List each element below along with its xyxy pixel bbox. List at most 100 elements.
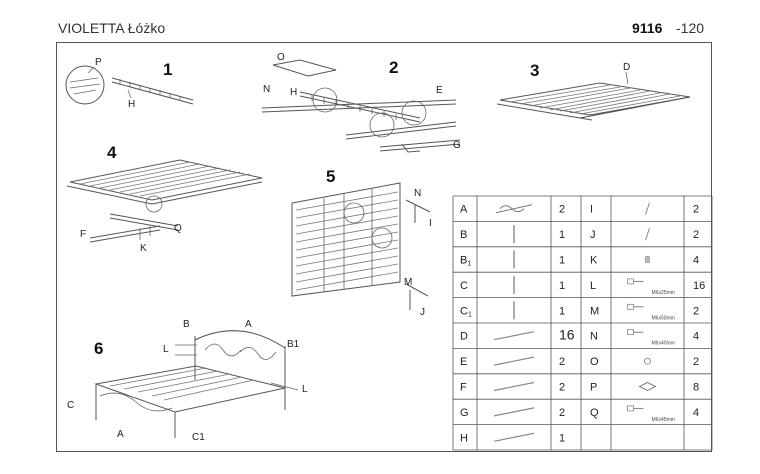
detail-brackets-5 (405, 199, 431, 310)
callout-M: M (404, 277, 412, 288)
callout-L6b: L (302, 384, 308, 395)
part-quantity: 2 (559, 204, 565, 216)
part-quantity: 4 (693, 331, 699, 343)
callout-Q: Q (174, 223, 182, 234)
part-id: A (460, 204, 468, 216)
callout-C: C (67, 400, 74, 411)
part-quantity: 2 (559, 382, 565, 394)
pad-icon (638, 382, 657, 391)
part-quantity: 1 (559, 432, 565, 444)
part-id: O (590, 356, 599, 368)
step-6: 6 B A L B1 C A C1 L (67, 319, 308, 443)
product-variant: -120 (676, 20, 705, 36)
part-id: J (590, 229, 596, 241)
part-quantity: 1 (559, 305, 565, 317)
washer-icon (644, 357, 651, 365)
part-sketch (493, 381, 535, 392)
leader-P (87, 66, 95, 74)
callout-F: F (80, 229, 86, 240)
part-quantity: 2 (559, 356, 565, 368)
part-quantity: 16 (693, 280, 705, 292)
rail-e (261, 99, 457, 113)
slats-3 (509, 84, 681, 115)
headboard-scroll (204, 343, 277, 360)
step-number-2: 2 (389, 58, 398, 77)
screw-size: M6x45mm (652, 417, 675, 423)
bolt-icon (645, 202, 650, 215)
part-quantity: 2 (559, 407, 565, 419)
part-quantity: 2 (693, 356, 699, 368)
step-number-3: 3 (530, 61, 539, 80)
headboard-top (194, 330, 286, 349)
nut-icon (645, 256, 650, 263)
leader-D (625, 71, 629, 85)
detail-circle-4 (145, 195, 163, 213)
callout-K: K (140, 243, 147, 254)
callout-P: P (95, 57, 102, 68)
callout-H: H (128, 99, 135, 110)
part-id: F (460, 382, 467, 394)
step-3: 3 D (496, 61, 691, 121)
callout-E: E (436, 85, 443, 96)
screw-size: M6x25mm (652, 290, 675, 296)
step-5: 5 N I M J (291, 167, 432, 318)
part-quantity: 2 (693, 305, 699, 317)
part-quantity: 1 (559, 255, 565, 267)
part-sketch (495, 204, 533, 214)
part-id: C (460, 280, 468, 292)
part-quantity: 16 (559, 327, 575, 343)
step-number-1: 1 (163, 60, 172, 79)
slat-frame-4 (69, 159, 263, 201)
part-id: N (590, 331, 598, 343)
callout-G: G (453, 140, 461, 151)
detail-rails-4 (89, 213, 179, 243)
part-id: H (460, 432, 468, 444)
bolt-icon (645, 227, 650, 241)
leader-H (127, 89, 132, 99)
callout-N5: N (414, 188, 421, 199)
part-id: Q (590, 407, 599, 419)
part-sketch (493, 407, 535, 417)
part-id: M (590, 305, 599, 317)
bolt-4 (139, 226, 151, 240)
rails-4 (66, 181, 263, 205)
part-sketch (493, 432, 535, 442)
rail-notches-2 (311, 95, 397, 120)
part-quantity: 1 (559, 280, 565, 292)
detail-circle-2a (312, 87, 338, 113)
detail-circle-5a (343, 202, 365, 224)
screw-icon (627, 329, 634, 336)
rail-notches (119, 79, 181, 101)
step-1: 1 P H (65, 57, 194, 110)
part-id: P (590, 382, 597, 394)
callout-J: J (420, 307, 425, 318)
part-id: L (590, 280, 596, 292)
step-number-4: 4 (107, 143, 117, 162)
rail-h (111, 77, 194, 105)
part-sketch (493, 356, 535, 366)
detail-circle-5b (371, 227, 393, 249)
callout-D: D (623, 62, 630, 73)
part-quantity: 8 (693, 382, 699, 394)
part-quantity: 2 (693, 204, 699, 216)
headboard-posts (194, 336, 286, 388)
part-sketch (493, 331, 535, 341)
slats-6 (109, 367, 255, 401)
part-id: I (590, 204, 593, 216)
rail-g (345, 121, 457, 140)
step-number-6: 6 (94, 339, 103, 358)
callout-C1: C1 (192, 432, 205, 443)
bracket-detail (69, 77, 101, 95)
product-code: 9116 (632, 20, 663, 36)
step-4: 4 F K Q (66, 143, 263, 254)
part-id: C1 (460, 305, 472, 318)
callout-N: N (263, 84, 270, 95)
part-quantity: 2 (693, 229, 699, 241)
step-2: 2 O N H E G (261, 52, 461, 153)
callout-H2: H (290, 87, 297, 98)
step-number-5: 5 (326, 167, 335, 186)
part-id: B1 (460, 255, 471, 268)
part-quantity: 1 (559, 229, 565, 241)
callout-B: B (183, 319, 190, 330)
